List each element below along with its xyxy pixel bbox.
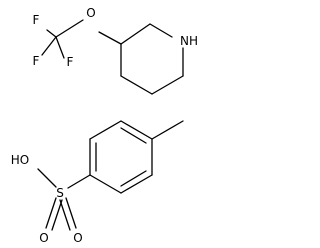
nitrogen-label: NH bbox=[180, 34, 198, 48]
sulfonyl-oxygen-label-2: O bbox=[73, 231, 82, 245]
bond-c5-c4 bbox=[120, 75, 153, 95]
fluorine-label-3: F bbox=[67, 55, 74, 69]
bond-s-o1-a bbox=[45, 197, 57, 229]
toluenesulfonic-acid: HO S O O bbox=[11, 120, 184, 245]
ring-bond-2 bbox=[89, 120, 122, 140]
fluorine-label-2: F bbox=[33, 54, 40, 68]
bond-s-oh bbox=[37, 168, 57, 188]
bond-o-cf3 bbox=[55, 19, 84, 38]
bond-ring-s bbox=[67, 174, 91, 189]
ring-double-3 bbox=[120, 170, 147, 187]
sulfur-label: S bbox=[56, 186, 64, 200]
ring-double-1 bbox=[120, 127, 147, 144]
bond-c3-o bbox=[98, 31, 122, 45]
bond-c-f3 bbox=[55, 36, 65, 59]
fluorine-label-1: F bbox=[33, 13, 40, 27]
sulfonyl-oxygen-label-1: O bbox=[39, 231, 48, 245]
hydroxyl-label: HO bbox=[11, 153, 29, 167]
bond-s-o2-a bbox=[65, 197, 77, 229]
bond-c2-n bbox=[149, 23, 173, 38]
ring-bond-1 bbox=[120, 120, 153, 140]
bond-c6-c5 bbox=[151, 75, 184, 95]
ring-bond-5 bbox=[120, 174, 153, 194]
bond-s-o2-b bbox=[59, 199, 71, 231]
bond-methyl bbox=[151, 120, 184, 140]
bond-s-o1-b bbox=[51, 199, 63, 231]
oxygen-label: O bbox=[86, 6, 95, 20]
trifluoromethoxy-piperidine: O F F F NH bbox=[33, 6, 198, 95]
bond-c3-c2 bbox=[120, 23, 151, 45]
ring-bond-4 bbox=[89, 174, 122, 194]
chemical-structure-drawing: O F F F NH bbox=[11, 6, 198, 245]
bond-c-f1 bbox=[46, 29, 57, 38]
structure-canvas: O F F F NH bbox=[11, 6, 198, 245]
bond-c-f2 bbox=[41, 36, 57, 56]
